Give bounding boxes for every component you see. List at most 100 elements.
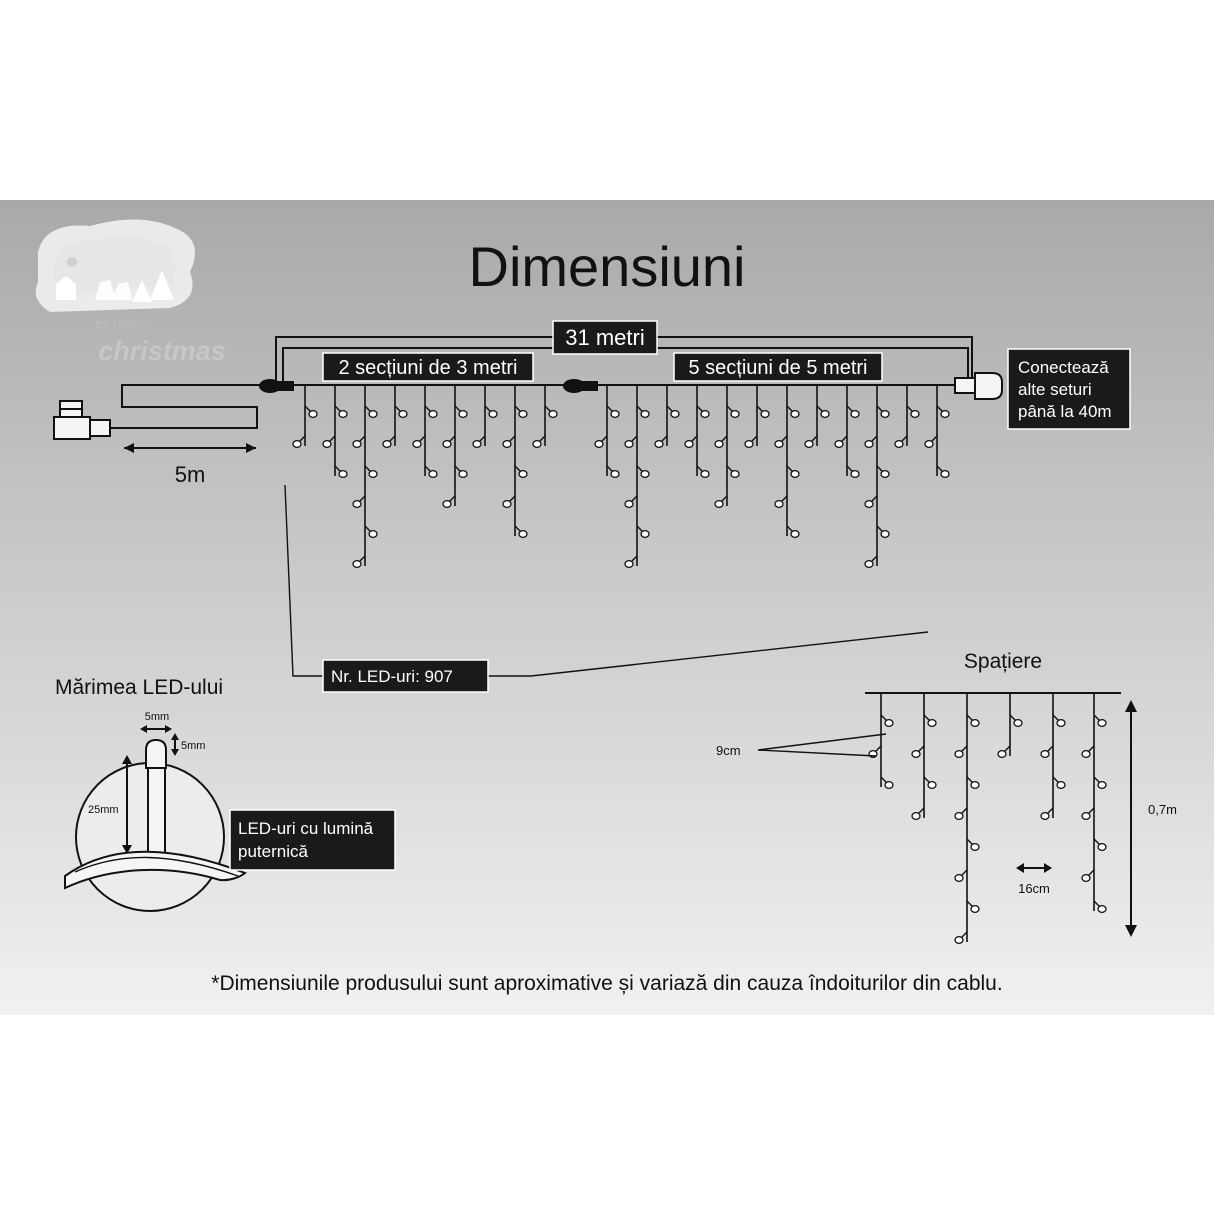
led-bulb-icon [352, 439, 362, 449]
led-bulb-icon [884, 780, 894, 790]
led-bulb-icon [398, 409, 408, 419]
led-bulb-icon [1097, 718, 1107, 728]
led-count-label: Nr. LED-uri: 907 [331, 667, 453, 686]
led-bulb-icon [1081, 811, 1091, 821]
led-bulb-icon [911, 811, 921, 821]
led-bulb-icon [940, 469, 950, 479]
led-bulb-icon [518, 529, 528, 539]
led-bulb-icon [884, 718, 894, 728]
icicle-strand [382, 386, 408, 449]
section-b-label-group: 5 secțiuni de 5 metri [673, 352, 883, 382]
total-length-label: 31 metri [565, 325, 644, 350]
diagram-title: Dimensiuni [469, 235, 746, 298]
icicle-strand [352, 386, 378, 569]
led-height-label: 5mm [181, 740, 205, 752]
icicle-strand [864, 386, 890, 569]
led-bulb-icon [684, 439, 694, 449]
led-stem-label: 25mm [88, 804, 119, 816]
led-bulb-icon [700, 409, 710, 419]
spacing-strand [954, 694, 980, 945]
led-bulb-icon [970, 904, 980, 914]
max-drop-label: 0,7m [1148, 802, 1177, 817]
led-bulb-icon [1081, 873, 1091, 883]
lead-cable-dimension: 5m [124, 443, 256, 487]
led-bulb-icon [308, 409, 318, 419]
footnote: *Dimensiunile produsului sunt aproximati… [211, 972, 1002, 995]
led-bulb-icon [488, 409, 498, 419]
icicle-strand [292, 386, 318, 449]
led-count-callout: Nr. LED-uri: 907 [284, 484, 929, 693]
icicle-strand [684, 386, 710, 479]
led-bulb-icon [640, 469, 650, 479]
lead-cable [53, 384, 262, 440]
led-bulb-icon [1081, 749, 1091, 759]
led-bulb-icon [1056, 780, 1066, 790]
icicle-strand [744, 386, 770, 449]
icicle-strands [292, 386, 950, 569]
icicle-strand [774, 386, 800, 539]
led-bulb-icon [864, 559, 874, 569]
led-bulb-icon [352, 499, 362, 509]
led-bulb-icon [428, 409, 438, 419]
led-bulb-icon [927, 718, 937, 728]
led-bulb-icon [790, 469, 800, 479]
led-bulb-icon [640, 529, 650, 539]
icicle-strand [894, 386, 920, 449]
led-bulb-icon [624, 559, 634, 569]
icicle-strand [804, 386, 830, 449]
led-bulb-icon [472, 439, 482, 449]
led-bulb-icon [927, 780, 937, 790]
led-bulb-icon [518, 409, 528, 419]
spacing-strand [997, 694, 1023, 759]
led-bulb-icon [624, 499, 634, 509]
led-bulb-icon [954, 749, 964, 759]
led-bulb-icon [338, 409, 348, 419]
icicle-strand [834, 386, 860, 479]
led-bulb-icon [412, 439, 422, 449]
led-bulb-icon [804, 439, 814, 449]
connect-line-1: Conectează [1018, 358, 1109, 377]
total-length-bracket: 31 metri [275, 320, 973, 384]
spacing-strand [911, 694, 937, 821]
led-bulb-icon [502, 439, 512, 449]
led-bulb-icon [322, 439, 332, 449]
led-bulb-icon [910, 409, 920, 419]
led-bulb-icon [502, 499, 512, 509]
drop-gap-label: 9cm [716, 743, 741, 758]
led-bulb-icon [442, 499, 452, 509]
icicle-strand [532, 386, 558, 449]
led-bulb-icon [970, 842, 980, 852]
led-bulb-icon [594, 439, 604, 449]
led-bulb-icon [352, 559, 362, 569]
connect-note: Conectează alte seturi până la 40m [1007, 348, 1131, 430]
connect-line-3: până la 40m [1018, 402, 1112, 421]
led-bulb-icon [894, 439, 904, 449]
led-bulb-icon [924, 439, 934, 449]
section-b-label: 5 secțiuni de 5 metri [689, 357, 868, 379]
led-bulb-icon [880, 469, 890, 479]
led-bulb-icon [790, 529, 800, 539]
logo-script: christmas [98, 336, 226, 366]
led-bulb-icon [640, 409, 650, 419]
led-bulb-icon [744, 439, 754, 449]
led-bulb-icon [1056, 718, 1066, 728]
section-connector [563, 379, 598, 393]
led-bulb-icon [368, 409, 378, 419]
section-a-label: 2 secțiuni de 3 metri [339, 357, 518, 379]
led-bulb-icon [760, 409, 770, 419]
led-bulb-icon [864, 499, 874, 509]
led-bulb-icon [911, 749, 921, 759]
led-size-panel: Mărimea LED-ului 5mm 5mm 25mm LED-uri cu… [55, 676, 396, 912]
led-bulb-icon [1097, 780, 1107, 790]
led-bulb-icon [382, 439, 392, 449]
end-connector [954, 372, 1003, 400]
spacing-strands [868, 694, 1107, 945]
led-bulb-icon [458, 409, 468, 419]
led-bulb-icon [338, 469, 348, 479]
led-bulb-icon [368, 529, 378, 539]
led-bulb-icon [700, 469, 710, 479]
led-bulb-icon [1040, 811, 1050, 821]
led-bulb-icon [880, 409, 890, 419]
